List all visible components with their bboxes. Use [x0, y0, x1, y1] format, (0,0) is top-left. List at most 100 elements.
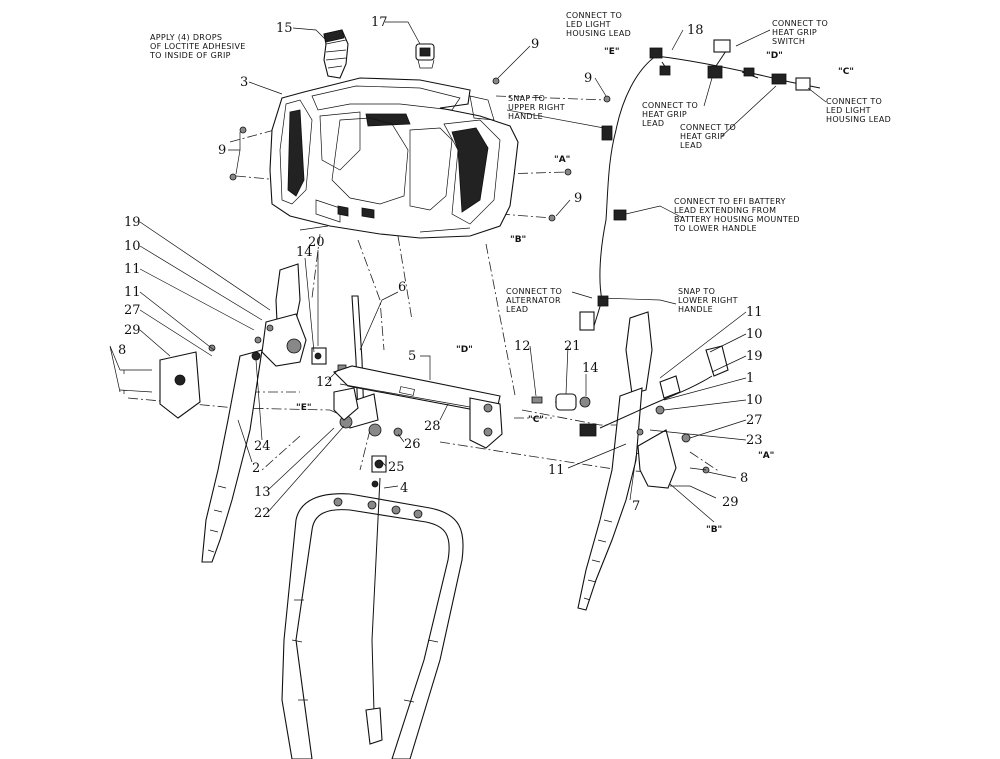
- note-line: CONNECT TO: [826, 97, 882, 106]
- note-line: CONNECT TO EFI BATTERY: [674, 197, 786, 206]
- callout-22: 22: [254, 506, 271, 521]
- note-line: HEAT GRIP: [642, 110, 687, 119]
- note-efi: CONNECT TO EFI BATTERY LEAD EXTENDING FR…: [673, 197, 800, 233]
- callout-numbers: 15 17 3 9 9 9 9 18 19 10 11 11 27 29 8 2…: [118, 15, 763, 521]
- note-line: SNAP TO: [678, 287, 715, 296]
- callout-11-left-b: 11: [124, 285, 141, 300]
- callout-3: 3: [240, 75, 248, 90]
- callout-19-left: 19: [124, 215, 141, 230]
- marker-e-top: "E": [604, 47, 620, 57]
- callout-14-left: 14: [296, 245, 313, 260]
- marker-c-top: "C": [838, 67, 854, 77]
- note-line: LEAD EXTENDING FROM: [674, 206, 776, 215]
- note-line: LEAD: [680, 141, 702, 150]
- callout-9-mid-right: 9: [574, 191, 582, 206]
- note-line: HOUSING LEAD: [566, 29, 631, 38]
- callout-29-left: 29: [124, 323, 141, 338]
- heat-grip-switch-part: [415, 43, 435, 69]
- callout-15: 15: [276, 21, 293, 36]
- callout-5: 5: [408, 349, 416, 364]
- note-line: SWITCH: [772, 37, 805, 46]
- note-line: HOUSING LEAD: [826, 115, 891, 124]
- leader-lines: [109, 21, 827, 523]
- right-heat-grip-wire: [579, 345, 729, 437]
- center-small-parts: [531, 393, 591, 411]
- callout-25: 25: [388, 460, 405, 475]
- marker-d-bar: "D": [456, 345, 473, 355]
- right-upper-handle-grip: [577, 311, 653, 611]
- callout-12-center: 12: [514, 339, 531, 354]
- marker-d-top: "D": [766, 51, 783, 61]
- note-led-right: CONNECT TO LED LIGHT HOUSING LEAD: [826, 97, 891, 124]
- note-line: BATTERY HOUSING MOUNTED: [674, 215, 800, 224]
- note-line: HANDLE: [508, 112, 543, 121]
- callout-11-left-a: 11: [124, 262, 141, 277]
- wiring-harness: [579, 39, 821, 331]
- right-bracket-panel: [636, 405, 710, 489]
- note-line: ALTERNATOR: [506, 296, 561, 305]
- callout-27-right: 27: [746, 413, 763, 428]
- spring-part-20: [311, 347, 327, 365]
- note-line: CONNECT TO: [680, 123, 736, 132]
- note-led-left: CONNECT TO LED LIGHT HOUSING LEAD: [566, 11, 631, 38]
- notes: APPLY (4) DROPS OF LOCTITE ADHESIVE TO I…: [149, 11, 891, 314]
- callout-12-left: 12: [316, 375, 333, 390]
- marker-a-mid: "A": [554, 155, 570, 165]
- note-line: CONNECT TO: [772, 19, 828, 28]
- marker-a-low: "A": [758, 451, 774, 461]
- note-line: APPLY (4) DROPS: [150, 33, 222, 42]
- note-line: HANDLE: [678, 305, 713, 314]
- note-line: LED LIGHT: [566, 20, 611, 29]
- note-line: OF LOCTITE ADHESIVE: [150, 42, 246, 51]
- callout-19-right: 19: [746, 349, 763, 364]
- control-cable: [365, 477, 383, 745]
- marker-c-bar: "C": [528, 415, 544, 425]
- callout-27-left: 27: [124, 303, 141, 318]
- note-snap-upper: SNAP TO UPPER RIGHT HANDLE: [508, 94, 565, 121]
- callout-20: 20: [308, 235, 325, 250]
- dashboard-console-housing: [269, 77, 519, 239]
- callout-10-right-b: 10: [746, 393, 763, 408]
- screw-parts: [229, 77, 611, 222]
- note-heat-grip-a: CONNECT TO HEAT GRIP LEAD: [642, 101, 698, 128]
- handle-cross-bar: [332, 365, 503, 449]
- callout-1: 1: [746, 371, 754, 386]
- note-line: HEAT GRIP: [772, 28, 817, 37]
- left-upper-handle: [201, 263, 307, 563]
- marker-e-bar: "E": [296, 403, 312, 413]
- callout-11-right-a: 11: [746, 305, 763, 320]
- note-grip-switch: CONNECT TO HEAT GRIP SWITCH: [772, 19, 828, 46]
- left-bracket-panel: [119, 351, 201, 419]
- note-line: CONNECT TO: [642, 101, 698, 110]
- callout-23: 23: [746, 433, 763, 448]
- note-line: LEAD: [506, 305, 528, 314]
- callout-14-center: 14: [582, 361, 599, 376]
- callout-9-left: 9: [218, 143, 226, 158]
- callout-9-upper-right: 9: [584, 71, 592, 86]
- callout-10-right-a: 10: [746, 327, 763, 342]
- callout-6: 6: [398, 280, 406, 295]
- note-heat-grip-b: CONNECT TO HEAT GRIP LEAD: [680, 123, 736, 150]
- note-line: UPPER RIGHT: [508, 103, 565, 112]
- callout-29-right: 29: [722, 495, 739, 510]
- callout-28: 28: [424, 419, 441, 434]
- callout-9-top: 9: [531, 37, 539, 52]
- callout-11-lower: 11: [548, 463, 565, 478]
- note-line: CONNECT TO: [506, 287, 562, 296]
- note-line: LED LIGHT: [826, 106, 871, 115]
- callout-2: 2: [252, 461, 260, 476]
- callout-7: 7: [632, 499, 640, 514]
- marker-b-low: "B": [706, 525, 722, 535]
- note-line: LEAD: [642, 119, 664, 128]
- callout-21: 21: [564, 339, 581, 354]
- callout-8-right: 8: [740, 471, 748, 486]
- note-snap-lower: SNAP TO LOWER RIGHT HANDLE: [678, 287, 738, 314]
- callout-17: 17: [371, 15, 388, 30]
- note-loctite: APPLY (4) DROPS OF LOCTITE ADHESIVE TO I…: [149, 33, 246, 60]
- lower-handle-loop: [281, 493, 464, 759]
- hand-grip-part: [323, 29, 349, 79]
- note-line: HEAT GRIP: [680, 132, 725, 141]
- callout-8-left: 8: [118, 343, 126, 358]
- note-line: TO INSIDE OF GRIP: [149, 51, 231, 60]
